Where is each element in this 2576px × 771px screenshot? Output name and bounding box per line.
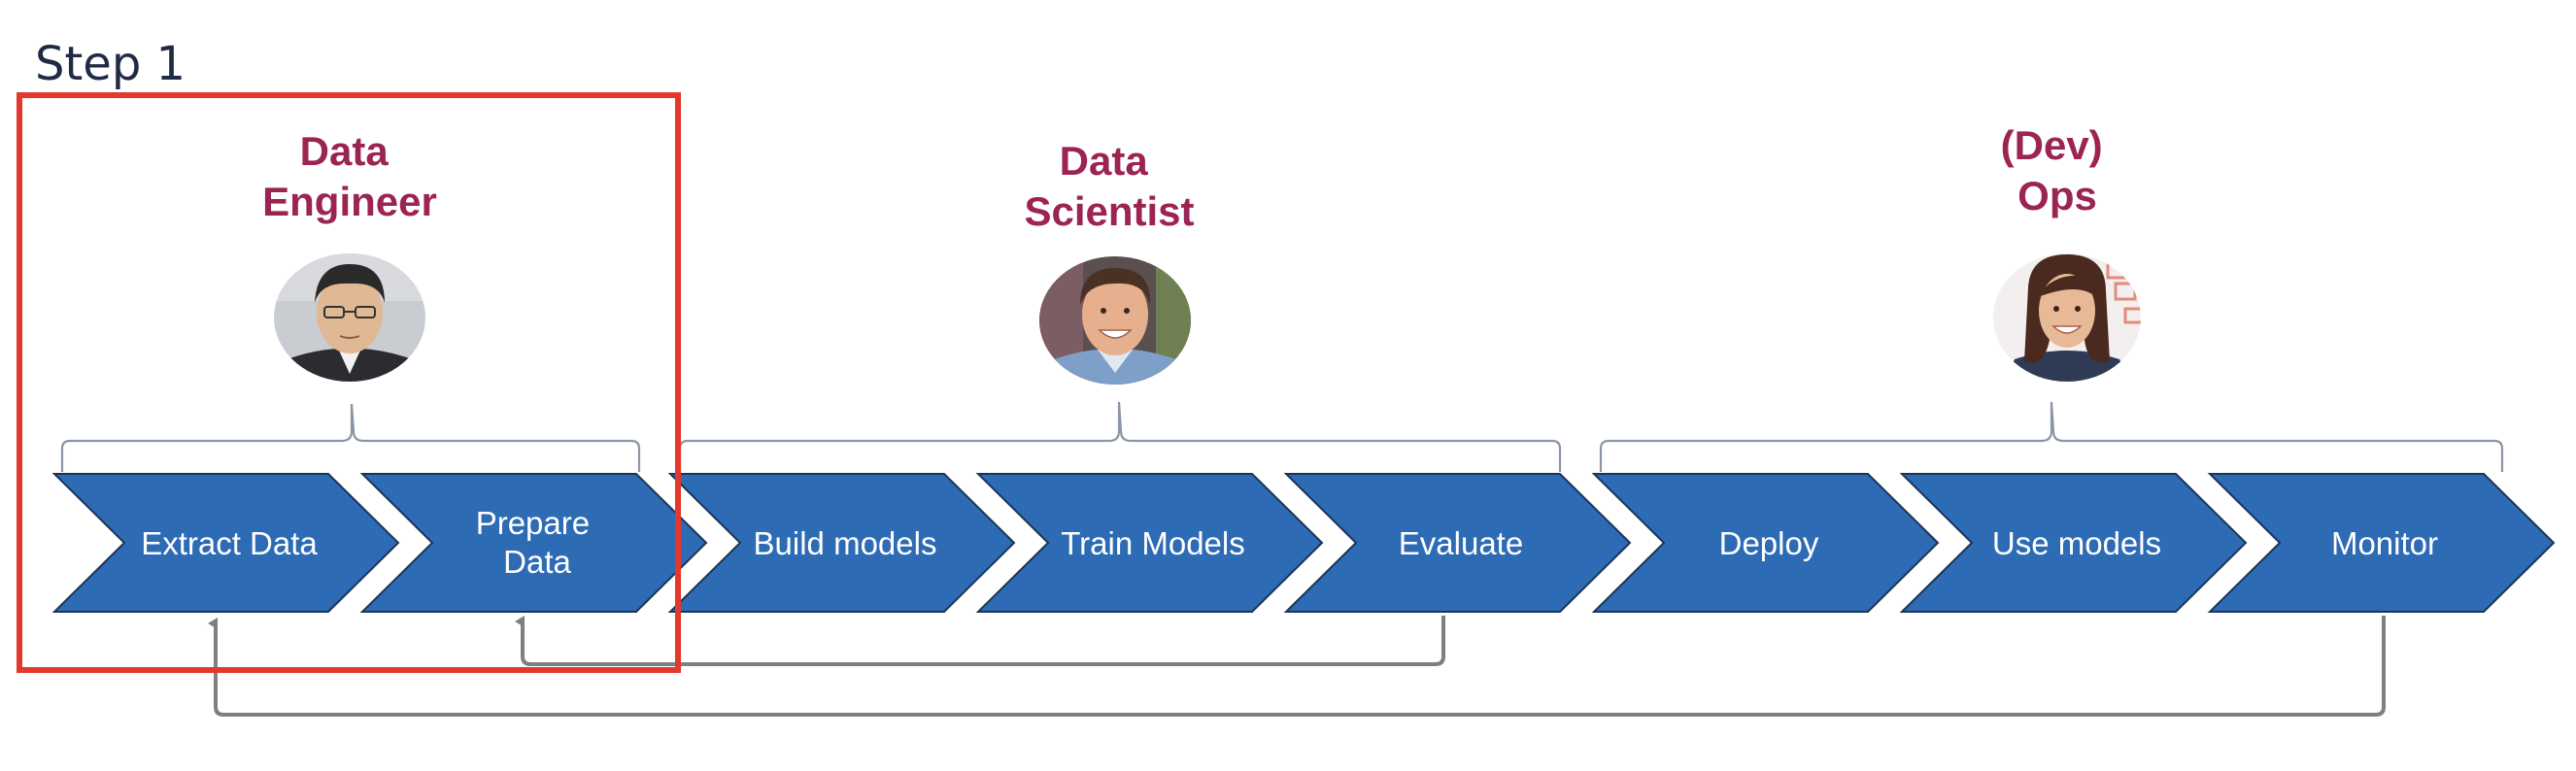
feedback-arrow-monitor-to-extract	[208, 616, 2386, 717]
step-extract-data: Extract Data	[51, 473, 400, 613]
step-monitor: Monitor	[2207, 473, 2556, 613]
step-label: Build models	[754, 525, 937, 561]
role-title-line: Data	[300, 128, 390, 174]
engineer-avatar	[274, 253, 425, 382]
feedback-arrow-evaluate-to-prepare	[515, 616, 1445, 666]
scientist-avatar	[1039, 256, 1191, 385]
role-title-line: Engineer	[262, 179, 437, 224]
step-label: Monitor	[2331, 525, 2438, 561]
step-label: Prepare Data	[476, 505, 599, 580]
step-prepare-data: Prepare Data	[359, 473, 708, 613]
ops-avatar	[1993, 253, 2141, 382]
step-train-models: Train Models	[975, 473, 1324, 613]
role-title-data-engineer: Data Engineer	[262, 128, 437, 224]
step-deploy: Deploy	[1591, 473, 1940, 613]
role-title-devops: (Dev) Ops	[2001, 122, 2115, 218]
role-title-line: (Dev)	[2001, 122, 2103, 168]
step-label: Extract Data	[141, 525, 318, 561]
workflow-steps: Extract Data Prepare Data Build models T…	[51, 473, 2556, 613]
role-title-line: Data	[1060, 138, 1149, 184]
step-build-models: Build models	[667, 473, 1016, 613]
step-label: Evaluate	[1399, 525, 1523, 561]
step-1-highlight-box	[17, 92, 681, 673]
role-brace-engineer	[60, 403, 641, 472]
step-evaluate: Evaluate	[1283, 473, 1632, 613]
step-label: Train Models	[1061, 525, 1245, 561]
role-title-line: Ops	[2017, 173, 2097, 218]
step-label: Deploy	[1719, 525, 1819, 561]
step-label: Use models	[1992, 525, 2161, 561]
role-title-line: Scientist	[1024, 188, 1194, 234]
role-brace-ops	[1599, 401, 2504, 472]
step-use-models: Use models	[1899, 473, 2248, 613]
role-brace-scientist	[678, 401, 1562, 472]
role-title-data-scientist: Data Scientist	[1024, 138, 1194, 234]
step-title: Step 1	[35, 37, 186, 91]
